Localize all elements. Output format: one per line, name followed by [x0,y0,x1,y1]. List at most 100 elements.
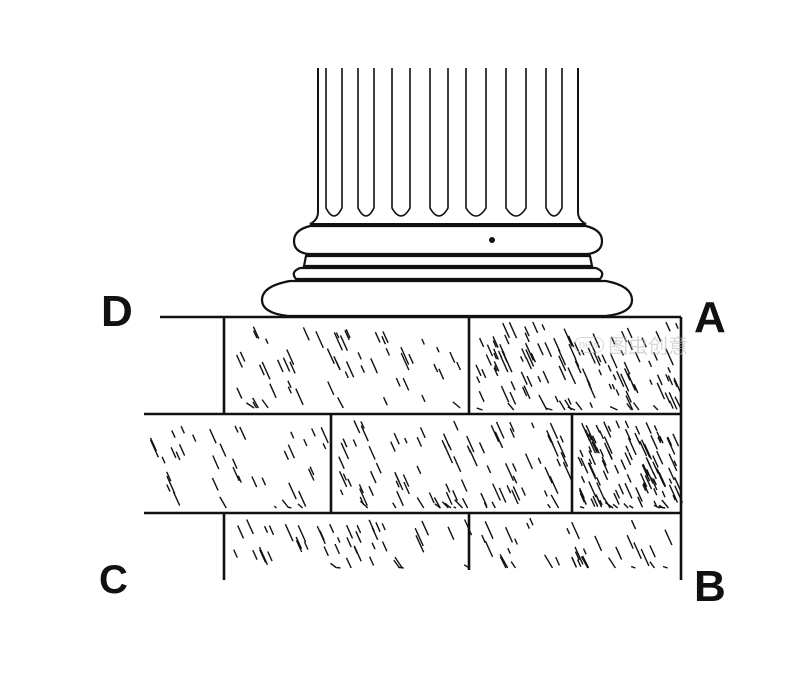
hatch-stroke [578,487,585,499]
hatch-stroke [558,365,567,381]
hatch-stroke [504,334,510,345]
hatch-stroke [396,490,404,507]
hatch-stroke [612,503,619,509]
lower-fillet [292,266,604,281]
hatch-stroke [620,349,625,356]
hatch-stroke [252,401,258,409]
hatch-stroke [574,360,582,374]
hatch-stroke [579,492,585,503]
hatch-stroke [582,548,587,555]
hatch-stroke [295,540,303,553]
hatch-stroke [239,426,247,440]
hatch-stroke [607,364,612,372]
hatch-stroke [400,346,410,365]
hatch-stroke [587,462,597,480]
hatch-stroke [673,379,678,388]
flute [429,68,449,217]
hatch-stroke [283,450,290,460]
hatch-stroke [603,436,613,454]
hatch-stroke [492,336,499,348]
hatch-stroke [478,442,486,454]
hatch-stroke [375,462,382,474]
hatch-stroke [668,484,679,503]
hatch-stroke [320,427,329,444]
hatch-stroke [360,425,369,442]
hatch-stroke [235,354,243,368]
hatch-stroke [609,405,618,411]
hatch-stroke [246,519,254,535]
hatch-stroke [567,406,576,411]
hatch-stroke [640,548,650,567]
hatch-stroke [603,442,613,460]
hatch-stroke [237,525,245,539]
hatch-stroke [642,484,647,491]
hatch-stroke [149,437,158,452]
hatch-stroke [524,453,534,470]
hatch-stroke [674,396,683,411]
hatch-stroke [537,457,542,464]
hatch-stroke [342,438,348,448]
hatch-stroke [381,541,388,552]
hatch-stroke [564,399,572,411]
hatch-stroke [639,473,648,488]
hatch-stroke [607,425,612,432]
hatch-stroke [368,519,376,532]
hatch-stroke [298,490,307,507]
hatch-stroke [630,565,636,569]
hatch-stroke [576,559,582,567]
hatch-stroke [575,401,583,411]
hatch-stroke [334,543,341,555]
hatch-stroke [346,537,352,548]
hatch-stroke [604,501,614,509]
hatch-stroke [538,394,548,411]
hatch-stroke [623,368,631,381]
hatch-stroke [259,549,267,563]
hatch-stroke [559,435,564,443]
hatch-stroke [642,482,649,494]
hatch-stroke [511,489,519,505]
hatch-stroke [252,549,258,560]
hatch-stroke [599,499,603,506]
hatch-stroke [447,526,455,540]
hatch-stroke [232,466,240,482]
hatch-stroke [499,556,507,569]
hatch-stroke [521,348,527,359]
hatch-stroke [512,486,521,501]
hatch-stroke [630,519,637,530]
hatch-stroke [599,448,605,457]
hatch-stroke [585,424,595,442]
label-c: C [99,558,128,602]
hatch-stroke [219,496,227,509]
hatch-stroke [267,551,273,562]
hatch-stroke [368,556,375,566]
hatch-stroke [347,478,352,487]
hatch-stroke [543,490,548,497]
hatch-stroke [492,483,501,501]
hatch-stroke [416,497,425,509]
hatch-stroke [295,536,303,550]
hatch-stroke [288,482,297,500]
stone-hatching [149,321,684,569]
hatch-stroke [508,322,518,339]
hatch-stroke [402,377,410,391]
hatch-stroke [567,367,577,385]
hatch-stroke [541,324,546,331]
hatch-stroke [490,425,500,443]
hatch-stroke [454,499,464,509]
hatch-stroke [588,458,593,465]
hatch-stroke [441,439,447,449]
hatch-stroke [329,523,335,534]
hatch-stroke [530,352,537,363]
hatch-stroke [665,348,674,366]
hatch-stroke [502,322,511,339]
hatch-stroke [613,492,620,505]
hatch-stroke [645,457,652,468]
hatch-stroke [345,361,355,378]
hatch-stroke [263,525,269,533]
hatch-stroke [635,425,641,435]
hatch-stroke [544,466,553,484]
hatch-stroke [355,531,362,543]
hatch-stroke [434,503,441,509]
hatch-stroke [178,444,186,456]
